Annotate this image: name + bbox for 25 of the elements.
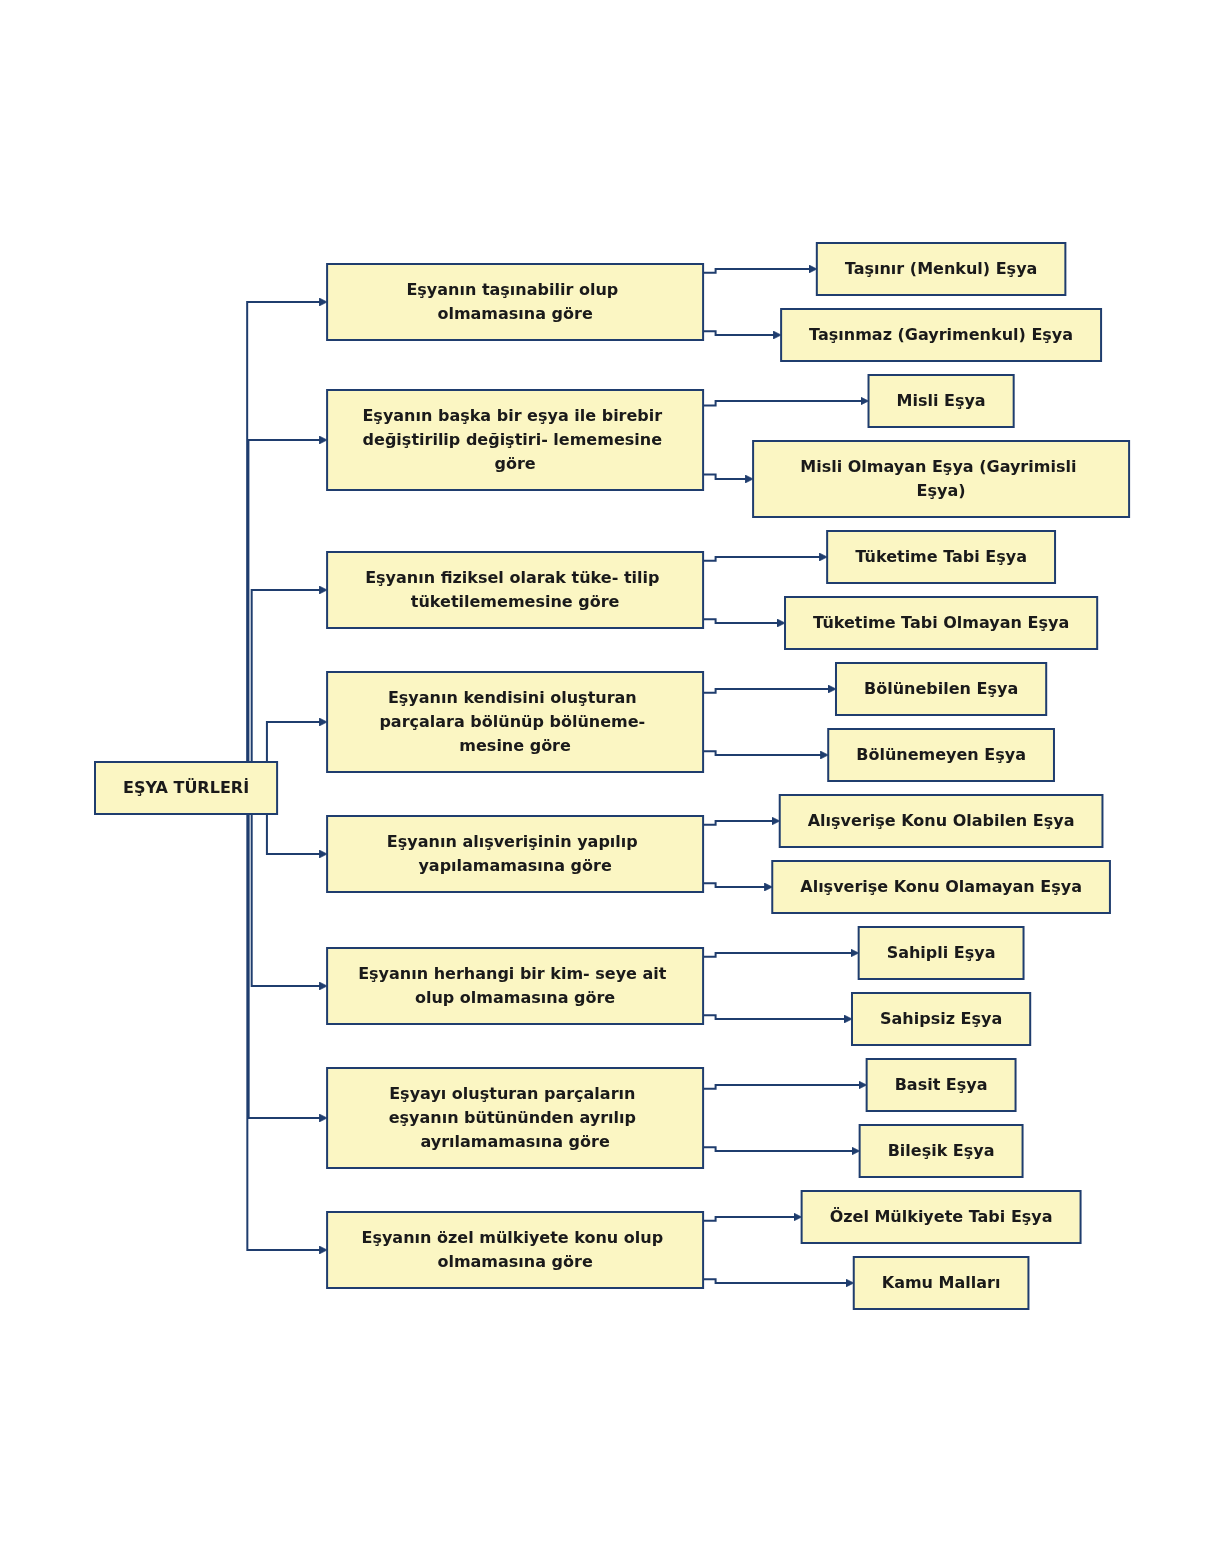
node-box: Bölünebilen Eşya <box>835 662 1048 716</box>
node-box: Eşyanın özel mülkiyete konu olup olmamasına göre <box>326 1211 705 1289</box>
node-box: Sahipli Eşya <box>858 926 1025 980</box>
node-box: Bileşik Eşya <box>859 1124 1024 1178</box>
node-box: Basit Eşya <box>866 1058 1017 1112</box>
node-box: Eşyanın fiziksel olarak tüke- tilip tüketilememesine göre <box>326 551 705 629</box>
node-box: Eşyanın taşınabilir olup olmamasına göre <box>326 263 705 341</box>
node-box: Eşyanın alışverişinin yapılıp yapılamamasına göre <box>326 815 705 893</box>
node-box: Kamu Malları <box>853 1256 1030 1310</box>
node-box: Taşınır (Menkul) Eşya <box>816 242 1067 296</box>
node-box: Tüketime Tabi Eşya <box>826 530 1057 584</box>
node-box: Eşyayı oluşturan parçaların eşyanın bütününden ayrılıp ayrılamamasına göre <box>326 1067 705 1169</box>
node-box: Eşyanın herhangi bir kim- seye ait olup olmamasına göre <box>326 947 705 1025</box>
node-box: Misli Eşya <box>867 374 1016 428</box>
node-box: Özel Mülkiyete Tabi Eşya <box>801 1190 1082 1244</box>
node-box: Tüketime Tabi Olmayan Eşya <box>784 596 1099 650</box>
node-box: Alışverişe Konu Olabilen Eşya <box>779 794 1104 848</box>
node-box: EŞYA TÜRLERİ <box>94 761 279 815</box>
node-box: Eşyanın başka bir eşya ile birebir değiştirilip değiştiri- lememesine göre <box>326 389 705 491</box>
node-box: Eşyanın kendisini oluşturan parçalara bölünüp bölüneme- mesine göre <box>326 671 705 773</box>
node-box: Taşınmaz (Gayrimenkul) Eşya <box>780 308 1103 362</box>
node-box: Misli Olmayan Eşya (Gayrimisli Eşya) <box>752 440 1131 518</box>
node-box: Sahipsiz Eşya <box>851 992 1032 1046</box>
node-box: Alışverişe Konu Olamayan Eşya <box>771 860 1112 914</box>
node-box: Bölünemeyen Eşya <box>827 728 1056 782</box>
